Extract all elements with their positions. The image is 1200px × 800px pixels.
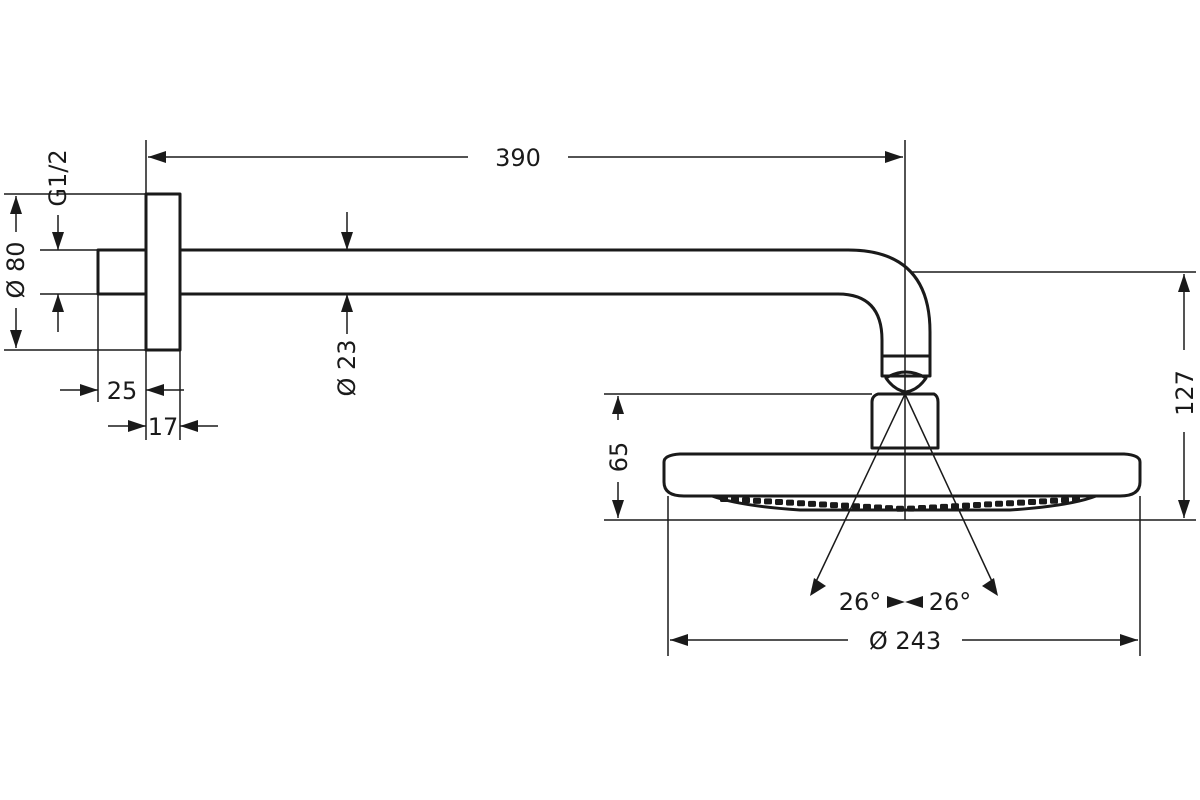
arm-length-label: 390 [495, 144, 541, 172]
dimension-arm-length: 390 [145, 140, 906, 520]
dimension-stub-length: 25 [60, 294, 184, 440]
ball-joint [870, 354, 940, 450]
joint-ball [884, 370, 928, 394]
dimension-flange-diameter: Ø 80 [2, 193, 146, 351]
head-diameter-label: Ø 243 [869, 627, 941, 655]
flange-diameter-label: Ø 80 [2, 241, 30, 298]
nozzle [918, 505, 926, 512]
flange-thickness-label: 17 [148, 413, 179, 441]
nozzle [1039, 498, 1047, 505]
dimension-spray-angle: 26° 26° [810, 393, 998, 616]
shower-arm [178, 248, 932, 360]
nozzle [929, 504, 937, 511]
pipe-diameter-label: Ø 23 [333, 339, 361, 396]
nozzle [1072, 496, 1080, 503]
total-drop-label: 127 [1171, 370, 1199, 416]
dimension-thread: G1/2 [40, 149, 98, 332]
nozzle [984, 501, 992, 508]
nozzle [874, 504, 882, 511]
nozzle [940, 503, 948, 510]
nozzle [863, 503, 871, 510]
nozzle [764, 498, 772, 505]
dimension-pipe-diameter: Ø 23 [333, 212, 361, 397]
spray-angle-right-label: 26° [929, 588, 972, 616]
nozzle [720, 496, 728, 502]
dimension-head-diameter: Ø 243 [667, 496, 1141, 656]
nozzle [731, 496, 739, 503]
nozzle [775, 499, 783, 506]
joint-collar [880, 354, 932, 378]
nozzle [808, 500, 816, 507]
wall-flange [144, 192, 182, 352]
nozzle [852, 503, 860, 510]
head-height-label: 65 [605, 442, 633, 473]
dimension-flange-thickness: 17 [108, 350, 218, 441]
nozzle [841, 502, 849, 509]
nozzle [907, 505, 915, 512]
nozzle [786, 499, 794, 506]
nozzle [995, 500, 1003, 507]
wall-stub [96, 248, 148, 296]
nozzle [973, 502, 981, 509]
nozzle [1061, 497, 1069, 504]
spray-angle-left-label: 26° [839, 588, 882, 616]
wall-connection [96, 192, 182, 352]
nozzle [962, 502, 970, 509]
nozzle [1050, 497, 1058, 504]
arm-outer-edge [178, 248, 932, 360]
nozzle [885, 505, 893, 512]
head-body [662, 452, 1142, 498]
nozzle [797, 500, 805, 507]
arm-inner-edge [178, 292, 884, 360]
nozzle [819, 501, 827, 508]
stub-length-label: 25 [107, 377, 138, 405]
thread-label: G1/2 [44, 149, 72, 206]
head-connector [870, 392, 940, 450]
nozzle [742, 497, 750, 504]
nozzle [1017, 499, 1025, 506]
nozzle [830, 502, 838, 509]
nozzle [1006, 500, 1014, 507]
nozzle [896, 505, 904, 512]
spray-nozzles [720, 496, 1080, 512]
nozzle [753, 497, 761, 504]
dimension-total-drop: 127 [910, 271, 1199, 518]
nozzle [1028, 498, 1036, 505]
shower-head [662, 452, 1142, 512]
dimension-head-height: 65 [604, 393, 1196, 521]
